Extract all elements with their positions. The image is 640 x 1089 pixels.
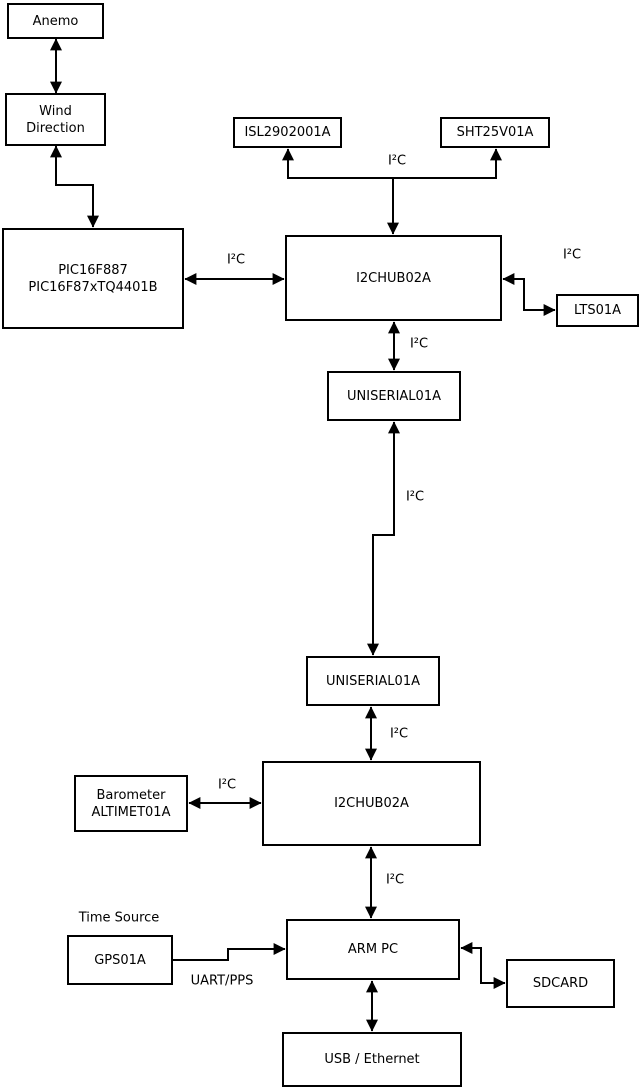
node-label: Direction <box>26 120 85 136</box>
edge-label-i2c-uniserial1-uniserial2: I²C <box>405 489 425 505</box>
edge-label-i2c-isl-sht: I²C <box>387 153 407 169</box>
node-lts: LTS01A <box>556 294 639 327</box>
edge-label-i2c-hub1-uniserial1: I²C <box>409 336 429 352</box>
connector-winddirection-pic <box>50 145 99 228</box>
node-usb-ethernet: USB / Ethernet <box>282 1032 462 1087</box>
node-label: UNISERIAL01A <box>326 673 420 689</box>
node-label: SHT25V01A <box>456 125 534 140</box>
node-sdcard: SDCARD <box>506 959 615 1008</box>
node-i2chub-1: I2CHUB02A <box>285 235 502 321</box>
connector-i2chub1-lts <box>502 273 556 316</box>
node-label: LTS01A <box>573 303 622 318</box>
node-sht: SHT25V01A <box>440 117 550 148</box>
node-label: Anemo <box>32 13 79 29</box>
node-anemo: Anemo <box>7 3 104 39</box>
edge-label-i2c-hub1-lts: I²C <box>562 247 582 263</box>
node-isl: ISL2902001A <box>233 117 342 148</box>
edge-label-uart-pps: UART/PPS <box>190 973 254 989</box>
node-gps: GPS01A <box>67 935 173 985</box>
connector-gps-armpc <box>173 943 286 961</box>
node-label: ISL2902001A <box>244 125 331 140</box>
node-uniserial-1: UNISERIAL01A <box>327 371 461 421</box>
edge-label-i2c-hub2-armpc: I²C <box>385 872 405 888</box>
node-label: GPS01A <box>94 952 146 968</box>
node-label: ALTIMET01A <box>91 804 171 820</box>
node-label: Wind <box>39 103 72 119</box>
edge-label-i2c-barometer-hub2: I²C <box>217 777 237 793</box>
node-label: I2CHUB02A <box>334 796 409 811</box>
node-label: ARM PC <box>347 942 399 957</box>
node-label: Barometer <box>96 787 166 803</box>
edge-label-i2c-pic-hub1: I²C <box>226 252 246 268</box>
connector-uniserial1-uniserial2 <box>367 421 400 656</box>
connector-armpc-sdcard <box>460 942 506 989</box>
node-uniserial-2: UNISERIAL01A <box>306 656 440 706</box>
node-label: I2CHUB02A <box>356 270 431 286</box>
node-label: SDCARD <box>532 976 589 991</box>
node-label: PIC16F887 <box>58 262 128 278</box>
node-label: UNISERIAL01A <box>347 388 441 404</box>
edge-label-time-source: Time Source <box>78 910 160 926</box>
node-arm-pc: ARM PC <box>286 919 460 980</box>
edge-label-i2c-uniserial2-hub2: I²C <box>389 726 409 742</box>
node-label: USB / Ethernet <box>324 1052 420 1067</box>
node-label: PIC16F87xTQ4401B <box>28 279 158 295</box>
node-i2chub-2: I2CHUB02A <box>262 761 481 846</box>
